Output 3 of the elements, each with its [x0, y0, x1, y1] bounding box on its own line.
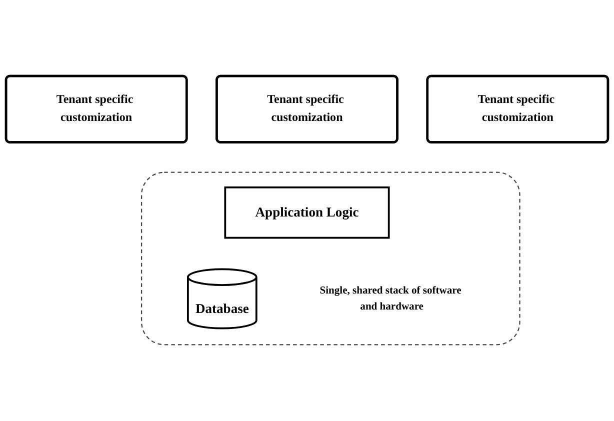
node-text: Single, shared stack of software and hardware: [320, 285, 462, 312]
cluster: [141, 172, 520, 346]
node-box: Application Logic: [224, 186, 390, 239]
